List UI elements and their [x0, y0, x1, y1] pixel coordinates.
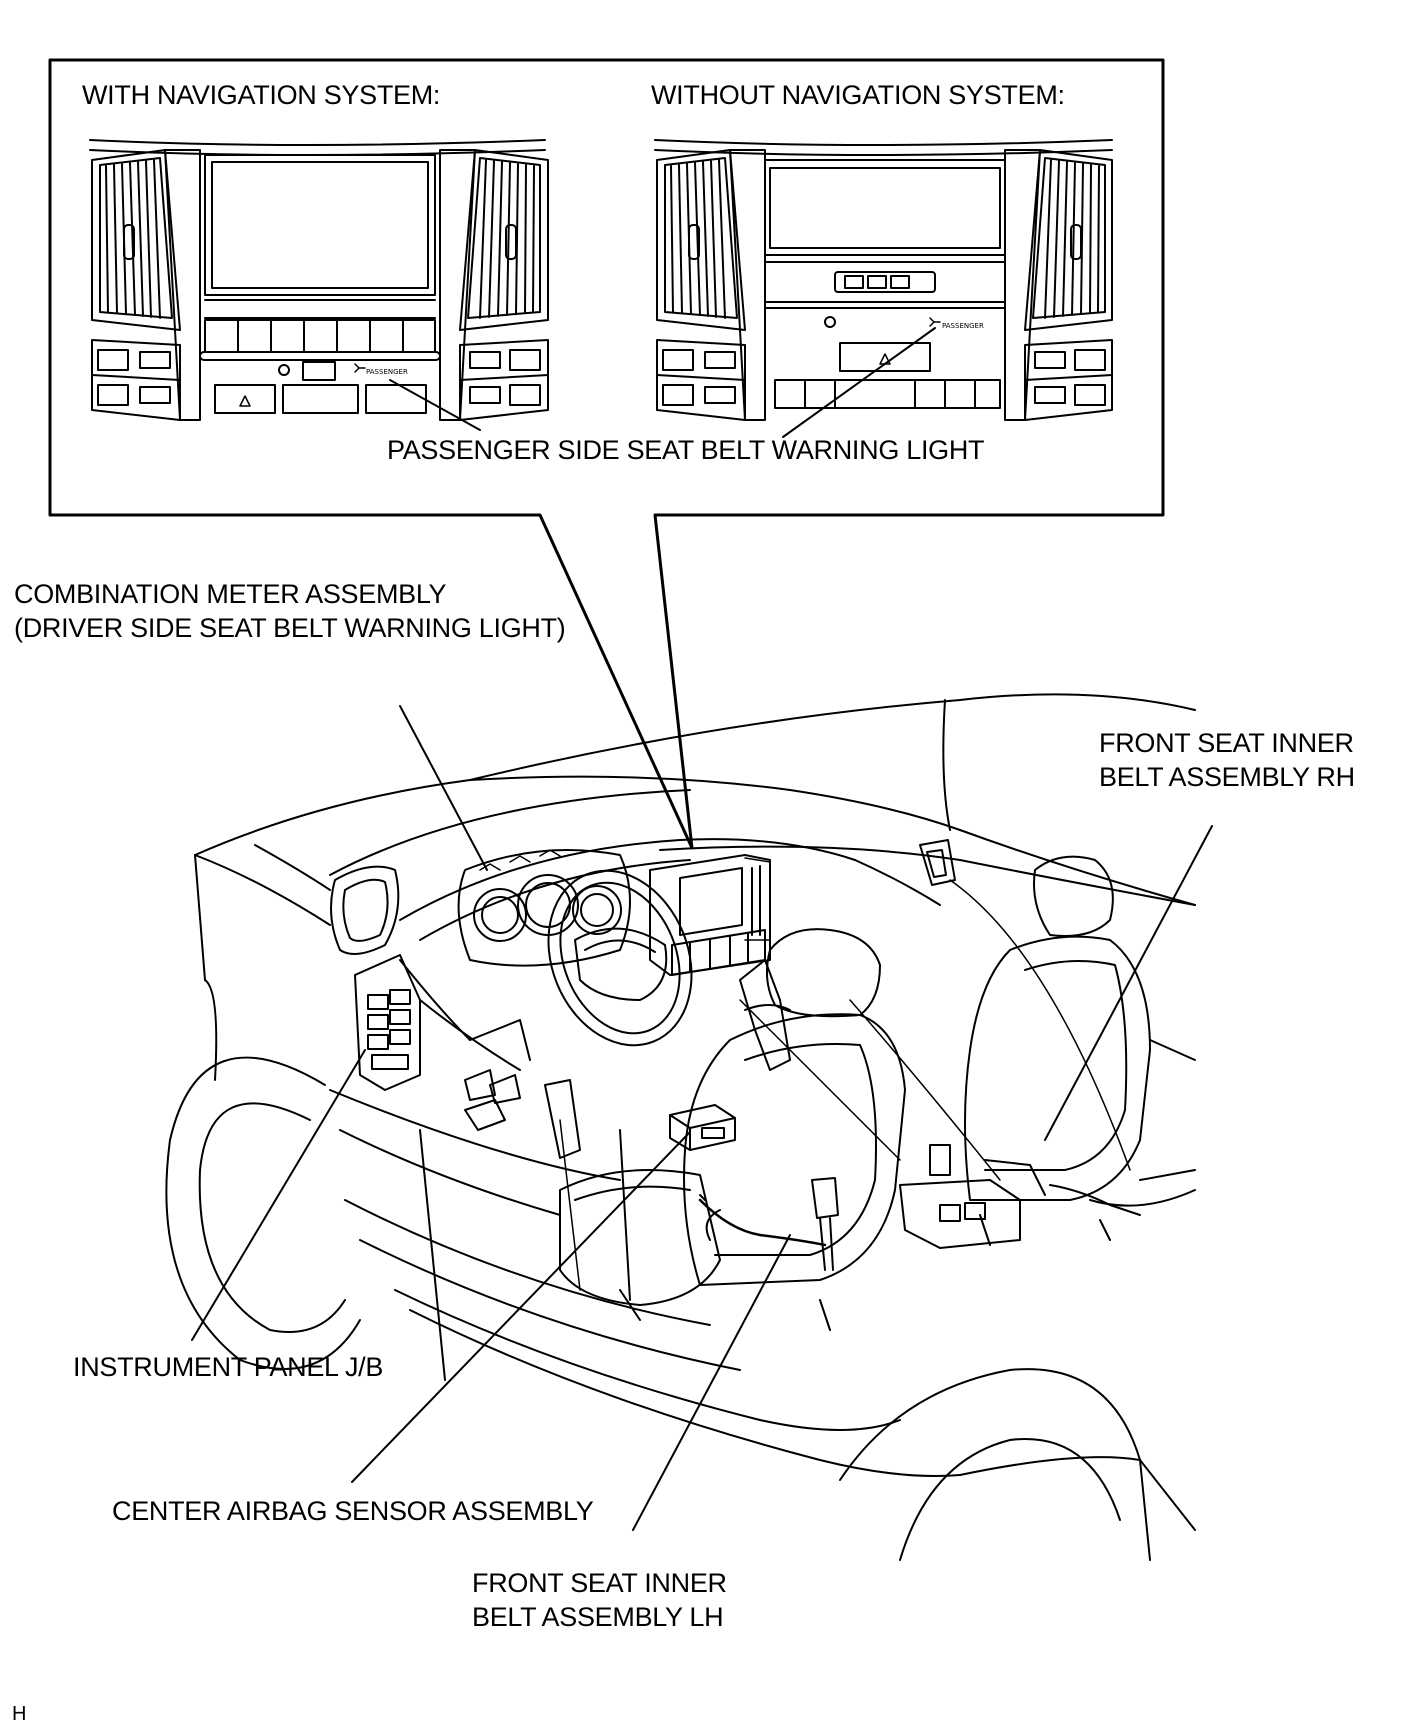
console-and-rh-buckle: [899, 1144, 1046, 1249]
leader-front-seat-rh: [1044, 825, 1213, 1141]
navigation-screen: [204, 154, 436, 319]
instrument-panel-junction-block: [354, 954, 421, 1091]
center-airbag-sensor-label: CENTER AIRBAG SENSOR ASSEMBLY: [112, 1496, 594, 1526]
front-seat-rh-label-line2: BELT ASSEMBLY RH: [1099, 762, 1355, 792]
inset-callout-box: [48, 58, 1165, 850]
leader-front-seat-lh: [632, 1234, 791, 1531]
center-display: [649, 854, 771, 976]
passenger-seat: [964, 855, 1151, 1246]
leader-instrument-panel-jb: [191, 1049, 366, 1341]
leader-lines: [191, 705, 1213, 1531]
combination-meter-label-line1: COMBINATION METER ASSEMBLY: [14, 579, 447, 609]
audio-display: [764, 159, 1006, 309]
passenger-warning-light-label: PASSENGER SIDE SEAT BELT WARNING LIGHT: [387, 435, 985, 465]
left-air-vent-2: [656, 149, 746, 331]
combination-meter: [457, 849, 631, 967]
right-air-vent-2: [1024, 149, 1113, 331]
front-wheel: [165, 854, 361, 1370]
right-air-vent: [459, 149, 549, 331]
left-air-vent: [91, 149, 181, 331]
svg-text:PASSENGER: PASSENGER: [942, 322, 984, 330]
rear-wheel: [839, 1368, 1151, 1561]
center-airbag-sensor: [669, 1104, 736, 1151]
leader-center-airbag-sensor: [351, 1131, 691, 1483]
steering-wheel: [547, 869, 693, 1047]
side-mirror: [330, 865, 400, 955]
front-seat-lh-label-line1: FRONT SEAT INNER: [472, 1568, 727, 1598]
leader-combination-meter: [399, 705, 488, 871]
left-panel-heading: WITH NAVIGATION SYSTEM:: [82, 80, 441, 110]
vehicle-interior-illustration: [165, 693, 1196, 1561]
right-panel-heading: WITHOUT NAVIGATION SYSTEM:: [651, 80, 1065, 110]
svg-text:PASSENGER: PASSENGER: [366, 368, 408, 376]
combination-meter-label-line2: (DRIVER SIDE SEAT BELT WARNING LIGHT): [14, 613, 566, 643]
front-seat-lh-label-line2: BELT ASSEMBLY LH: [472, 1602, 724, 1632]
panel-with-navigation-illustration: PASSENGER: [89, 139, 549, 431]
panel-without-navigation-illustration: PASSENGER: [654, 139, 1113, 438]
nav-button-row: [199, 319, 441, 361]
instrument-panel-jb-label: INSTRUMENT PANEL J/B: [73, 1352, 384, 1382]
driver-seat: [559, 928, 906, 1331]
figure-code: H: [12, 1703, 27, 1725]
front-seat-rh-label-line1: FRONT SEAT INNER: [1099, 728, 1354, 758]
